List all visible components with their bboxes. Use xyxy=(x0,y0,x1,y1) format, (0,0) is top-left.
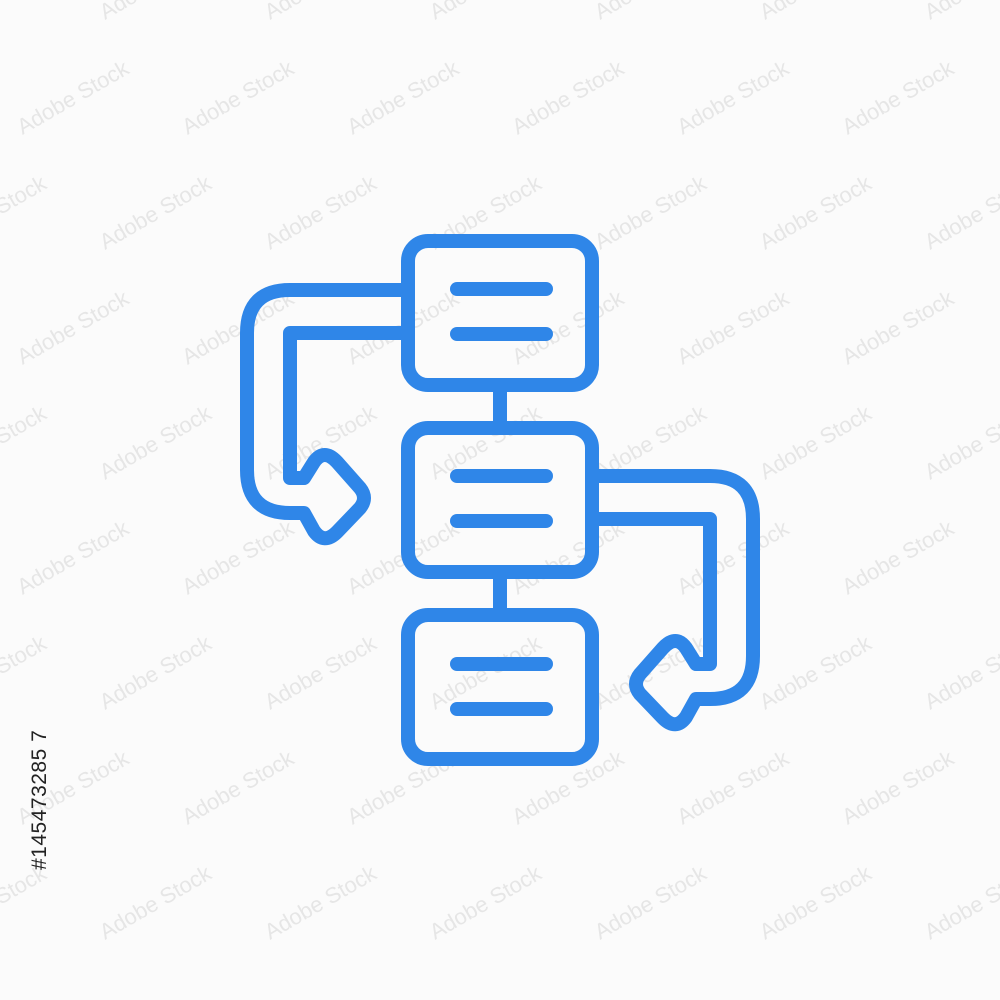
watermark-text: Adobe Stock xyxy=(920,170,1000,255)
watermark-text: Adobe Stock xyxy=(0,0,51,24)
watermark-text: Adobe Stock xyxy=(755,0,876,24)
watermark-text: Adobe Stock xyxy=(178,55,299,140)
stock-id-label: #145473285 7 xyxy=(28,729,51,870)
flow-box-top xyxy=(401,234,599,392)
left-arrow-icon xyxy=(240,283,415,546)
watermark-text: Adobe Stock xyxy=(508,55,629,140)
watermark-text: Adobe Stock xyxy=(920,860,1000,945)
watermark-text: Adobe Stock xyxy=(0,630,51,715)
watermark-text: Adobe Stock xyxy=(673,745,794,830)
watermark-text: Adobe Stock xyxy=(755,400,876,485)
watermark-text: Adobe Stock xyxy=(425,860,546,945)
watermark-text: Adobe Stock xyxy=(425,0,546,24)
flow-box-middle xyxy=(401,421,599,579)
watermark-text: Adobe Stock xyxy=(755,860,876,945)
watermark-text: Adobe Stock xyxy=(673,285,794,370)
watermark-text: Adobe Stock xyxy=(673,515,794,600)
watermark-text: Adobe Stock xyxy=(0,400,51,485)
watermark-text: Adobe Stock xyxy=(0,170,51,255)
watermark-text: Adobe Stock xyxy=(260,170,381,255)
watermark-text: Adobe Stock xyxy=(95,170,216,255)
watermark-text: Adobe Stock xyxy=(838,285,959,370)
watermark-text: Adobe Stock xyxy=(95,400,216,485)
watermark-text: Adobe Stock xyxy=(755,170,876,255)
watermark-text: Adobe Stock xyxy=(590,860,711,945)
watermark-text: Adobe Stock xyxy=(838,515,959,600)
watermark-text: Adobe Stock xyxy=(838,55,959,140)
watermark-text: Adobe Stock xyxy=(425,630,546,715)
watermark-text: Adobe Stock xyxy=(0,860,51,945)
watermark-text: Adobe Stock xyxy=(590,0,711,24)
flow-box-bottom xyxy=(401,608,599,766)
watermark-text: Adobe Stock xyxy=(838,745,959,830)
watermark-text: Adobe Stock xyxy=(13,515,134,600)
watermark-text: Adobe Stock xyxy=(95,860,216,945)
watermark-text: Adobe Stock xyxy=(673,55,794,140)
right-arrow-icon xyxy=(585,469,760,732)
watermark-text: Adobe Stock xyxy=(95,0,216,24)
watermark-text: Adobe Stock xyxy=(13,285,134,370)
watermark-text: Adobe Stock xyxy=(95,630,216,715)
watermark-text: Adobe Stock xyxy=(590,170,711,255)
watermark-text: Adobe Stock xyxy=(920,0,1000,24)
watermark-text: Adobe Stock xyxy=(13,55,134,140)
watermark-text: Adobe Stock xyxy=(260,860,381,945)
watermark-text: Adobe Stock xyxy=(260,400,381,485)
watermark-text: Adobe Stock xyxy=(260,630,381,715)
watermark-text: Adobe Stock xyxy=(343,55,464,140)
watermark-text: Adobe Stock xyxy=(178,515,299,600)
watermark-text: Adobe Stock xyxy=(755,630,876,715)
watermark-text: Adobe Stock xyxy=(178,745,299,830)
watermark-text: Adobe Stock xyxy=(920,400,1000,485)
watermark-text: Adobe Stock xyxy=(920,630,1000,715)
watermark-text: Adobe Stock xyxy=(260,0,381,24)
